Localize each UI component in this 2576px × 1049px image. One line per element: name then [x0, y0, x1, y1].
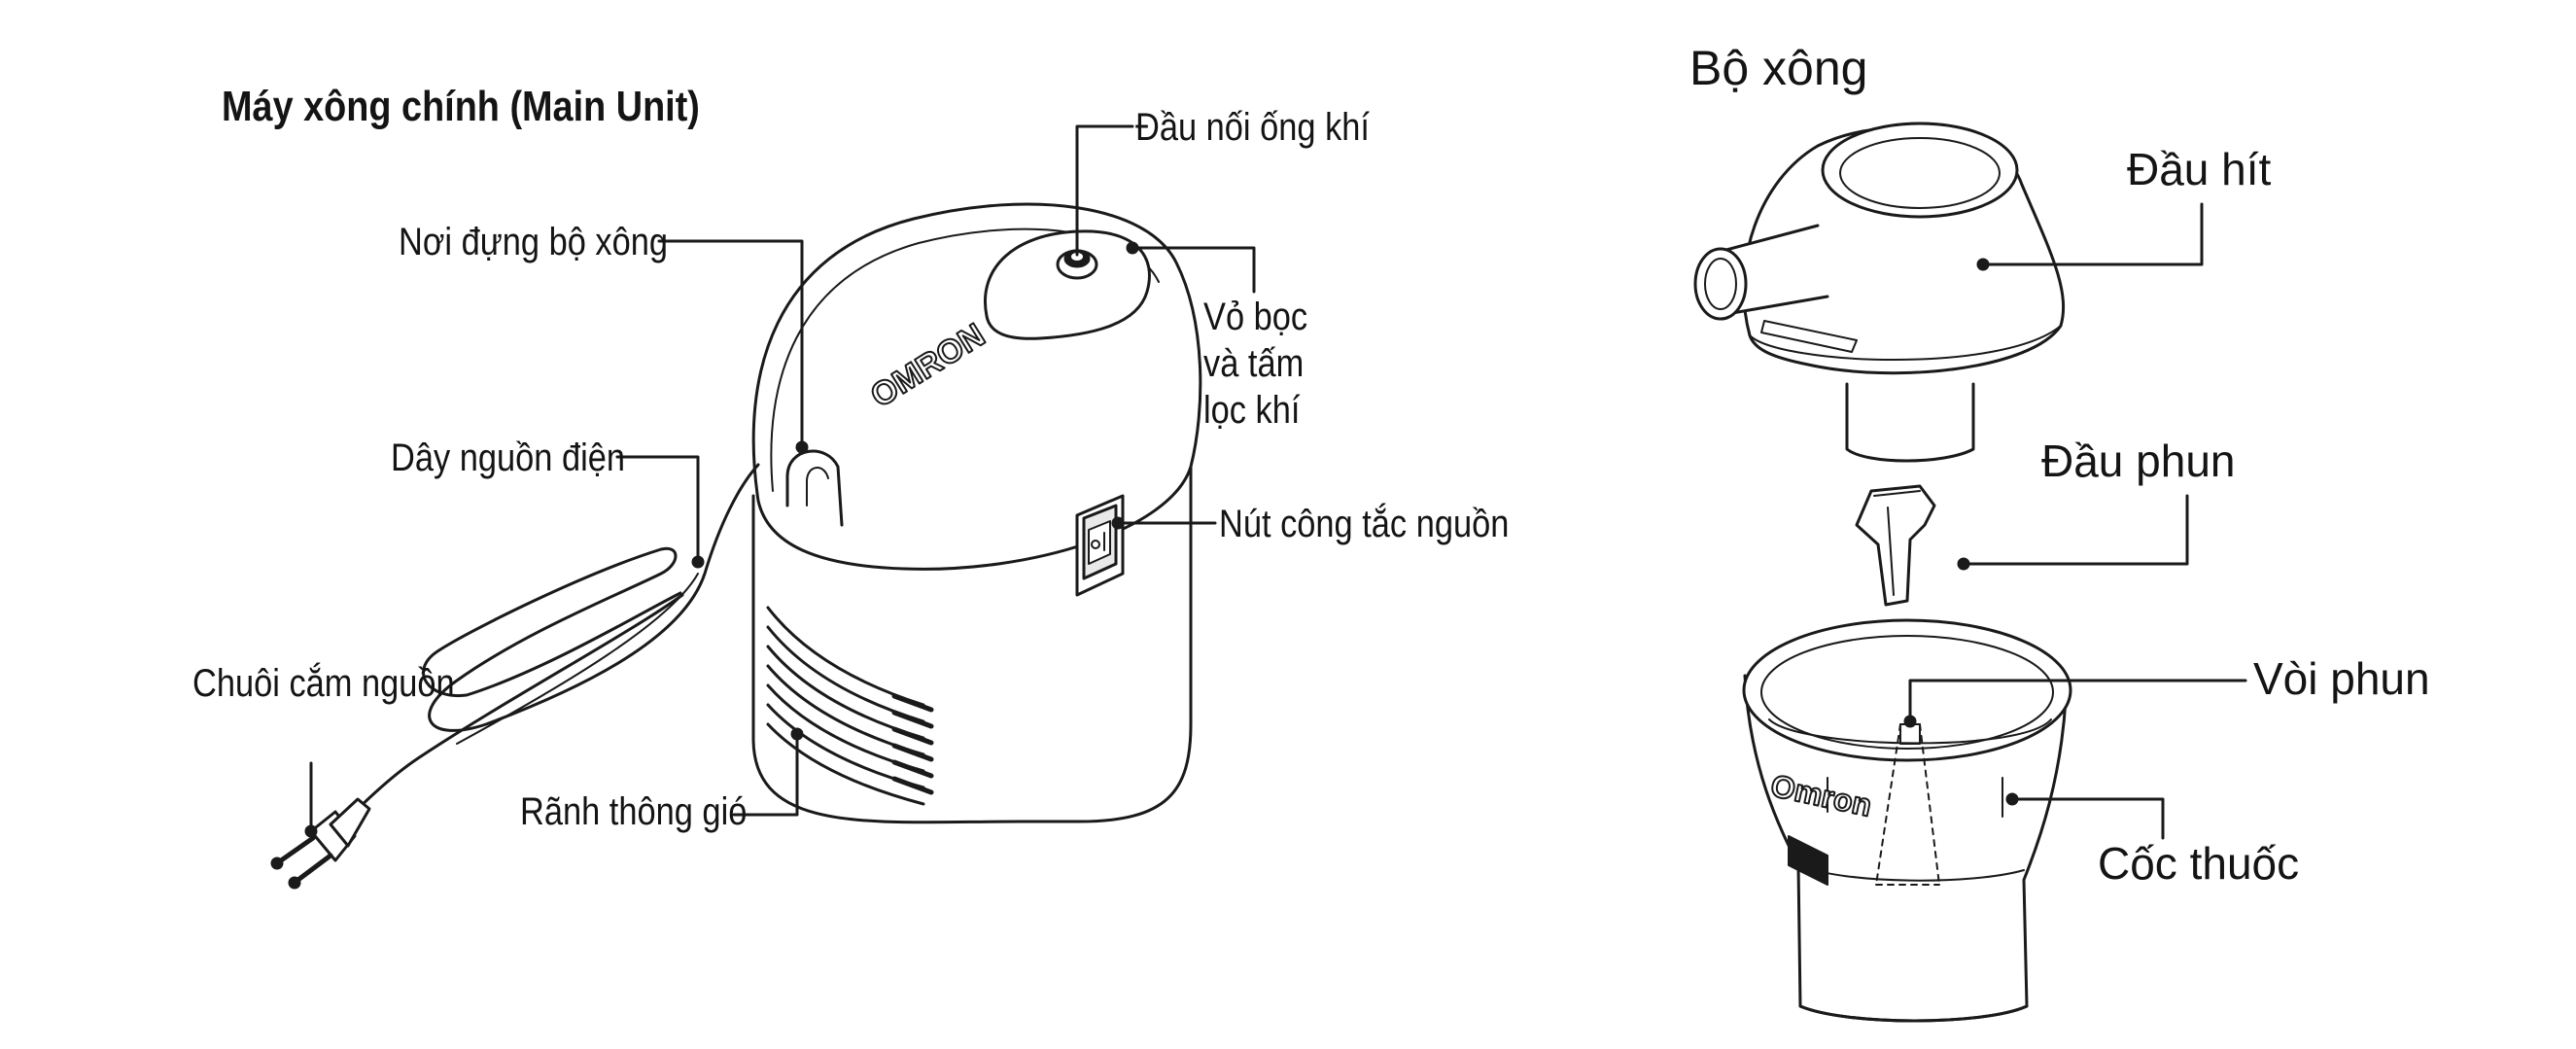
label-vaporizer-head: Đầu phun [2041, 436, 2236, 486]
label-nozzle: Vòi phun [2253, 653, 2430, 704]
vaporizer-head-part [1855, 484, 1936, 607]
power-cord-part [343, 463, 760, 823]
inhalation-top-part [1693, 122, 2066, 463]
plug-part [270, 797, 371, 890]
label-power-switch: Nút công tắc nguồn [1219, 503, 1510, 545]
label-air-tube-connector: Đầu nối ống khí [1135, 106, 1370, 149]
label-power-cord: Dây nguồn điện [391, 437, 625, 479]
nebulizer-leader-lines [1903, 202, 2247, 840]
label-nebulizer-holder: Nơi đựng bộ xông [399, 221, 669, 263]
label-inhalation-top: Đầu hít [2127, 144, 2272, 194]
label-air-filter-cover: Vỏ bọc và tấm lọc khí [1203, 296, 1308, 432]
medication-cup-part: Omron [1742, 618, 2072, 1023]
main-unit-title: Máy xông chính (Main Unit) [222, 83, 700, 130]
label-ventilation-slots: Rãnh thông gió [520, 790, 748, 833]
main-unit-leader-lines [304, 124, 1256, 838]
power-switch-part [1075, 494, 1125, 597]
main-unit-illustration: OMRON [270, 202, 1202, 890]
nebulizer-kit-illustration: Omron [1693, 122, 2072, 1023]
label-medication-cup: Cốc thuốc [2098, 838, 2300, 889]
ventilation-slots-part [766, 606, 934, 806]
nebulizer-kit-title: Bộ xông [1689, 41, 1868, 95]
label-plug: Chuôi cắm nguồn [192, 662, 455, 705]
air-tube-connector-part [1056, 249, 1098, 280]
